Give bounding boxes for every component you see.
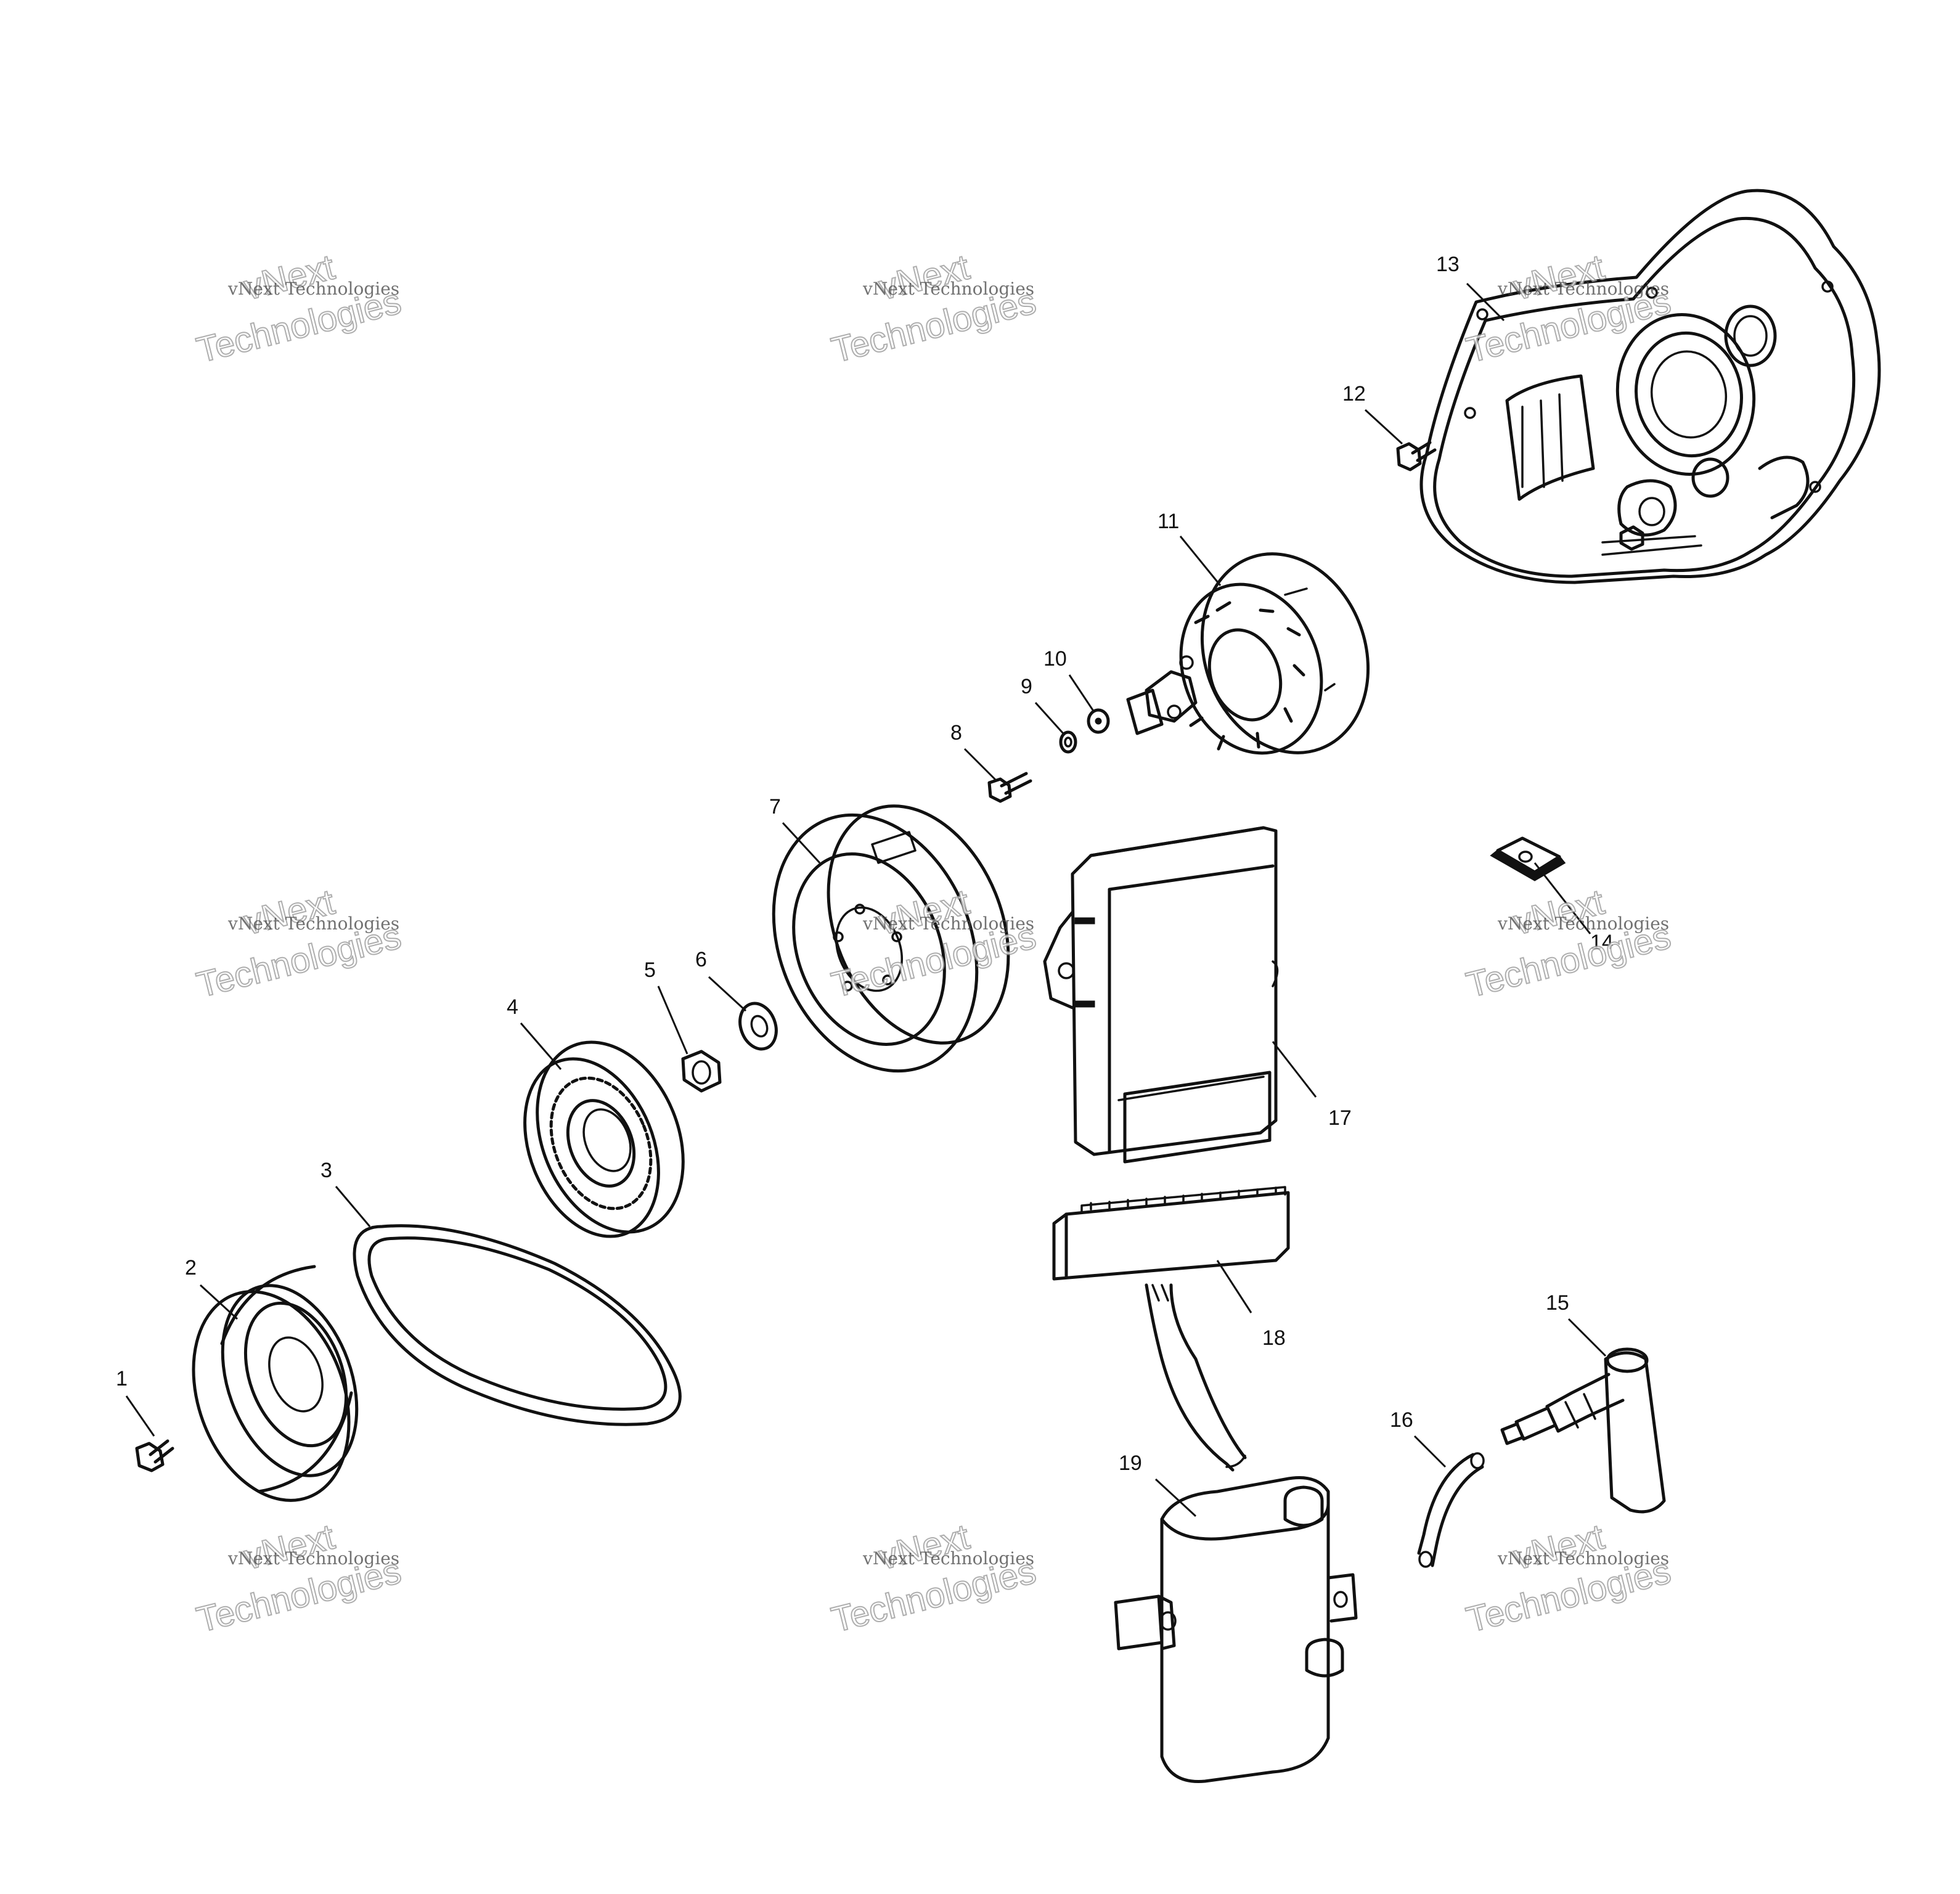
part-10-washer xyxy=(1087,708,1110,734)
part-16-wire xyxy=(1417,1452,1485,1568)
watermark: vNext Technologies vNext Technologies xyxy=(192,881,406,1006)
svg-text:vNext Technologies: vNext Technologies xyxy=(1497,1548,1669,1569)
callout-2: 2 xyxy=(185,1256,197,1280)
part-17-cdi-box xyxy=(1043,826,1279,1164)
callout-16: 16 xyxy=(1390,1408,1413,1432)
svg-text:vNext Technologies: vNext Technologies xyxy=(862,913,1034,934)
callout-10: 10 xyxy=(1043,647,1067,671)
callout-8: 8 xyxy=(950,721,962,745)
part-3-belt xyxy=(353,1224,682,1426)
watermark: vNext Technologies vNext Technologies xyxy=(1462,247,1675,372)
part-6-washer xyxy=(738,1002,778,1051)
watermark: vNext Technologies vNext Technologies xyxy=(1462,1516,1675,1641)
watermark: vNext Technologies vNext Technologies xyxy=(827,881,1040,1006)
svg-text:vNext Technologies: vNext Technologies xyxy=(227,1548,399,1569)
callout-17: 17 xyxy=(1328,1106,1352,1130)
callout-14: 14 xyxy=(1590,931,1614,954)
callout-19: 19 xyxy=(1119,1451,1142,1475)
svg-text:vNext Technologies: vNext Technologies xyxy=(1497,913,1669,934)
svg-text:vNext Technologies: vNext Technologies xyxy=(862,1548,1034,1569)
part-5-nut xyxy=(681,1050,722,1093)
leader-lines xyxy=(125,282,1607,1517)
part-14-clip xyxy=(1490,836,1566,881)
callouts: 1 2 3 4 5 6 7 8 9 10 11 12 13 14 15 16 1… xyxy=(116,253,1614,1475)
part-1-bolt xyxy=(135,1439,174,1472)
part-4-sprocket xyxy=(523,1040,685,1238)
callout-18: 18 xyxy=(1262,1326,1286,1350)
part-11-stator xyxy=(1126,552,1370,755)
svg-text:vNext Technologies: vNext Technologies xyxy=(1497,279,1669,299)
watermark: vNext Technologies vNext Technologies xyxy=(192,247,406,372)
watermark: vNext Technologies vNext Technologies xyxy=(192,1516,406,1641)
callout-3: 3 xyxy=(321,1159,332,1182)
part-7-flywheel xyxy=(772,804,1010,1073)
part-18-connector xyxy=(1052,1186,1290,1472)
watermark: vNext Technologies vNext Technologies xyxy=(827,1516,1040,1641)
callout-4: 4 xyxy=(507,995,518,1019)
callout-1: 1 xyxy=(116,1367,128,1390)
callout-11: 11 xyxy=(1158,510,1179,533)
watermarks: vNext Technologies vNext Technologies vN… xyxy=(192,247,1675,1641)
svg-text:vNext Technologies: vNext Technologies xyxy=(862,279,1034,299)
watermark: vNext Technologies vNext Technologies xyxy=(1462,881,1675,1006)
callout-7: 7 xyxy=(769,795,781,818)
part-9-lockwasher xyxy=(1059,730,1077,754)
svg-text:vNext Technologies: vNext Technologies xyxy=(227,913,399,934)
part-8-bolt xyxy=(987,772,1032,803)
watermark: vNext Technologies vNext Technologies xyxy=(827,247,1040,372)
part-15-plug-cap xyxy=(1500,1347,1666,1514)
callout-12: 12 xyxy=(1342,382,1366,406)
callout-6: 6 xyxy=(695,948,707,971)
part-2-pulley xyxy=(192,1265,359,1502)
callout-9: 9 xyxy=(1021,675,1032,698)
callout-5: 5 xyxy=(644,958,656,982)
part-13-housing xyxy=(1419,189,1881,584)
callout-13: 13 xyxy=(1436,253,1460,276)
part-19-ignition-coil xyxy=(1114,1476,1358,1783)
callout-15: 15 xyxy=(1546,1291,1569,1315)
svg-text:vNext Technologies: vNext Technologies xyxy=(227,279,399,299)
